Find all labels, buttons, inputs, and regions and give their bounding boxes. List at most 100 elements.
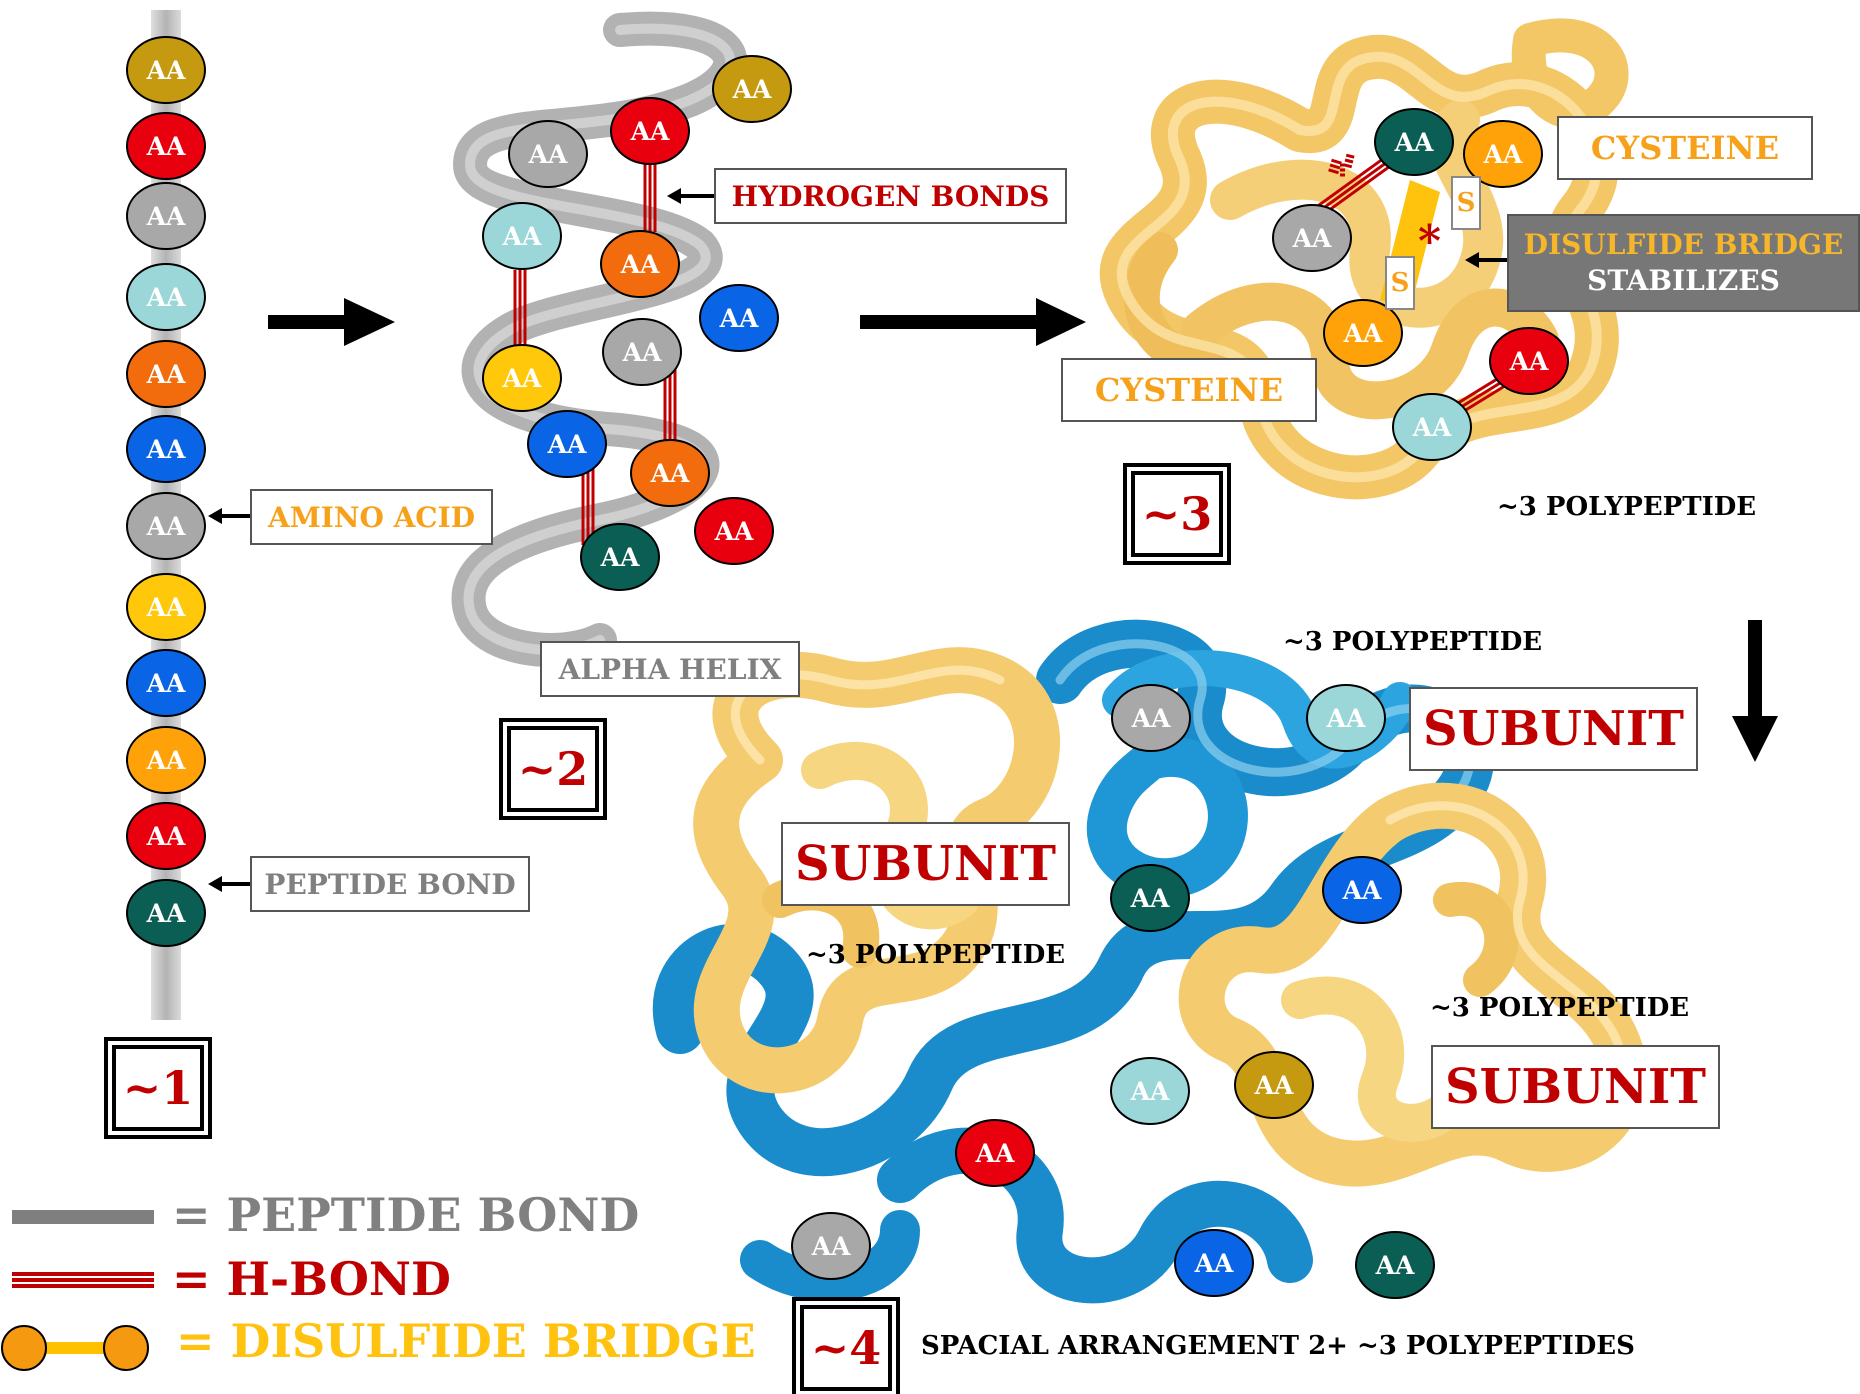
residue-label: AA — [1254, 1071, 1294, 1100]
stage1-residue-6: AA — [126, 415, 206, 483]
stage2-residue-7: AA — [602, 318, 682, 386]
residue-label: AA — [1483, 140, 1523, 169]
residue-label: AA — [146, 435, 186, 464]
residue-label: AA — [1375, 1251, 1415, 1280]
stage-3-polypeptide-label: ~3 POLYPEPTIDE — [1497, 492, 1757, 522]
legend-disulfide-bridge-text: = DISULFIDE BRIDGE — [176, 1314, 756, 1368]
stage1-residue-5: AA — [126, 340, 206, 408]
residue-label: AA — [528, 140, 568, 169]
residue-label: AA — [1342, 876, 1382, 905]
stage3-residue-1: AA — [1374, 108, 1454, 176]
stage-3-marker: ~3 — [1131, 471, 1223, 557]
stage4-residue-8: AA — [791, 1212, 871, 1280]
residue-label: AA — [502, 364, 542, 393]
stage2-residue-8: AA — [482, 344, 562, 412]
stage2-residue-1: AA — [712, 55, 792, 123]
stage2-residue-4: AA — [482, 202, 562, 270]
stage-4-caption: SPACIAL ARRANGEMENT 2+ ~3 POLYPEPTIDES — [921, 1331, 1635, 1361]
residue-label: AA — [146, 132, 186, 161]
residue-label: AA — [1326, 704, 1366, 733]
stage1-residue-3: AA — [126, 182, 206, 250]
stage4-residue-4: AA — [1322, 856, 1402, 924]
stage3-hbond-hidden-3 — [1343, 153, 1355, 169]
legend-h-bond-swatch — [12, 1272, 154, 1288]
stage2-residue-5: AA — [600, 230, 680, 298]
residue-label: AA — [146, 202, 186, 231]
residue-label: AA — [1194, 1249, 1234, 1278]
stage3-residue-4: AA — [1323, 299, 1403, 367]
residue-label: AA — [146, 746, 186, 775]
amino-acid-label: AMINO ACID — [250, 489, 493, 545]
residue-label: AA — [146, 822, 186, 851]
subunit-label-top-right: SUBUNIT — [1409, 687, 1698, 771]
polypeptide-label-left: ~3 POLYPEPTIDE — [806, 940, 1066, 970]
residue-label: AA — [1130, 1077, 1170, 1106]
legend-h-bond-text: = H-BOND — [172, 1252, 451, 1306]
residue-label: AA — [620, 250, 660, 279]
stage4-residue-9: AA — [1174, 1229, 1254, 1297]
stage1-residue-7: AA — [126, 492, 206, 560]
residue-label: AA — [1412, 413, 1452, 442]
residue-label: AA — [1131, 704, 1171, 733]
cysteine-label-top: CYSTEINE — [1557, 116, 1813, 180]
stage3-hbond-hidden-2 — [1328, 158, 1342, 175]
sulfur-label-lower: S — [1385, 256, 1415, 310]
stage4-residue-1: AA — [1111, 684, 1191, 752]
stage-4-marker: ~4 — [800, 1305, 892, 1391]
residue-label: AA — [1343, 319, 1383, 348]
pointer-hydrogen-bonds — [667, 188, 714, 204]
stage3-residue-6: AA — [1392, 393, 1472, 461]
residue-label: AA — [502, 222, 542, 251]
legend-graphics — [1, 1210, 154, 1371]
stage4-residue-10: AA — [1355, 1231, 1435, 1299]
residue-label: AA — [146, 899, 186, 928]
arrow-stage3-to-stage4 — [1732, 620, 1778, 762]
residue-label: AA — [547, 430, 587, 459]
stage2-residue-3: AA — [508, 120, 588, 188]
stage3-residue-2: AA — [1463, 120, 1543, 188]
stage2-residue-9: AA — [527, 410, 607, 478]
subunit-label-bottom-right: SUBUNIT — [1431, 1045, 1720, 1129]
residue-label: AA — [1394, 128, 1434, 157]
legend-peptide-bond-swatch — [12, 1210, 154, 1224]
arrow-stage1-to-stage2 — [268, 298, 395, 346]
residue-label: AA — [1292, 224, 1332, 253]
alpha-helix-backbone — [451, 11, 748, 667]
stage1-residue-1: AA — [126, 36, 206, 104]
stage1-residue-8: AA — [126, 573, 206, 641]
sulfur-label-upper: S — [1451, 176, 1481, 230]
residue-label: AA — [630, 117, 670, 146]
stage2-residue-11: AA — [694, 497, 774, 565]
legend-disulfide-swatch — [1, 1325, 149, 1371]
polypeptide-label-top: ~3 POLYPEPTIDE — [1283, 627, 1543, 657]
stage4-residue-2: AA — [1306, 684, 1386, 752]
residue-label: AA — [714, 517, 754, 546]
stage2-residue-2: AA — [610, 97, 690, 165]
disulfide-bridge-callout: DISULFIDE BRIDGE STABILIZES — [1507, 214, 1860, 312]
stage3-residue-5: AA — [1489, 327, 1569, 395]
stage4-residue-7: AA — [955, 1119, 1035, 1187]
stage-arrows — [208, 188, 1778, 892]
stage4-residue-5: AA — [1110, 1057, 1190, 1125]
cysteine-label-left: CYSTEINE — [1061, 358, 1317, 422]
stage1-residue-2: AA — [126, 112, 206, 180]
disulfide-bridge-mark: * — [1418, 216, 1442, 267]
stage4-residue-3: AA — [1110, 864, 1190, 932]
arrow-stage2-to-stage3 — [860, 298, 1086, 346]
residue-label: AA — [146, 360, 186, 389]
stage1-residue-4: AA — [126, 263, 206, 331]
residue-label: AA — [146, 593, 186, 622]
residue-label: AA — [146, 283, 186, 312]
amino-acid-residues: AA AA AA AA AA AA AA AA AA AA AA AA AA AA AA AA AA AA AA AA… — [126, 36, 1569, 1299]
residue-label: AA — [650, 459, 690, 488]
stage1-residue-12: AA — [126, 879, 206, 947]
residue-label: AA — [975, 1139, 1015, 1168]
stage1-residue-11: AA — [126, 802, 206, 870]
stage2-hbond-2 — [513, 270, 527, 350]
residue-label: AA — [622, 338, 662, 367]
residue-label: AA — [146, 512, 186, 541]
residue-label: AA — [719, 304, 759, 333]
stage1-residue-9: AA — [126, 649, 206, 717]
stage2-residue-10: AA — [630, 439, 710, 507]
